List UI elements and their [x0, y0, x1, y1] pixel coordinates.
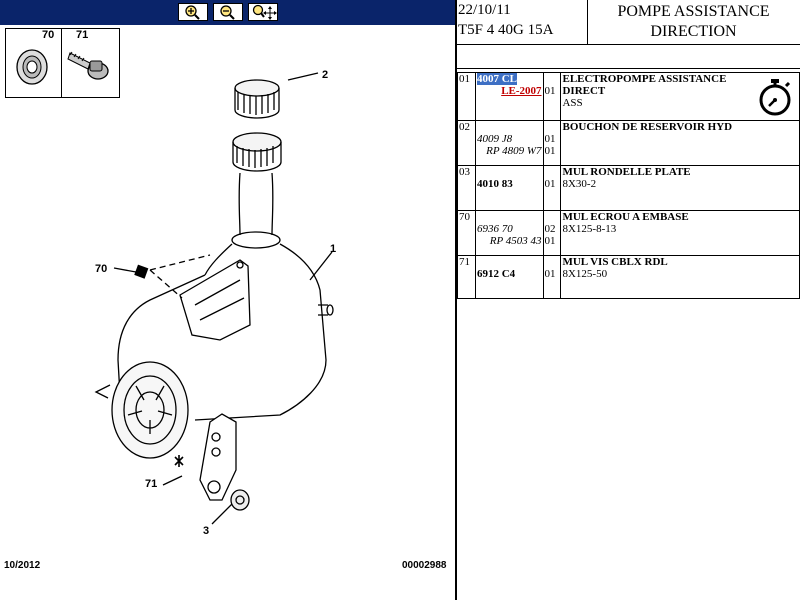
header-model: T5F 4 40G 15A	[458, 22, 554, 38]
callout-label: 1	[330, 243, 336, 255]
washer-icon	[16, 49, 48, 85]
parts-table: 01 4007 CL LE-2007 01 ELECTROPOMPE ASSIS…	[457, 72, 800, 299]
part-number: 71	[457, 255, 476, 299]
part-ref-link[interactable]: LE-2007	[501, 85, 542, 97]
screw-icon	[67, 51, 109, 80]
part-ref-cell: 6936 70 RP 4503 43	[474, 210, 544, 256]
desc-main: BOUCHON DE RESERVOIR HYD	[562, 121, 733, 133]
parts-pane: 22/10/11 T5F 4 40G 15A POMPE ASSISTANCE …	[457, 0, 800, 600]
qty-value: 01	[544, 133, 556, 145]
desc-main: MUL ECROU A EMBASE	[562, 211, 689, 223]
table-row[interactable]: 03 4010 83 01 MUL RONDELLE PLATE 8X30-2	[457, 165, 800, 211]
zoom-in-icon	[185, 5, 200, 20]
part-number: 03	[457, 165, 476, 211]
diagram-toolbar	[0, 0, 455, 25]
desc-main: MUL RONDELLE PLATE	[562, 166, 691, 178]
part-desc: MUL VIS CBLX RDL 8X125-50	[560, 255, 800, 299]
part-number: 70	[457, 210, 476, 256]
thumbnail-washer[interactable]: 70	[6, 29, 62, 97]
qty-value: 01	[544, 235, 556, 247]
part-ref[interactable]: 6912 C4	[476, 268, 516, 280]
part-qty: 01 01	[542, 120, 562, 166]
accessory-thumbnails: 70 71	[5, 28, 120, 98]
zoom-out-button[interactable]	[213, 3, 243, 21]
part-desc: ELECTROPOMPE ASSISTANCE DIRECT ASS	[560, 72, 800, 121]
part-qty: 01	[542, 72, 562, 121]
qty-value: 01	[544, 85, 556, 97]
part-ref-cell: 4009 J8 RP 4809 W7	[474, 120, 544, 166]
title-line-2: DIRECTION	[650, 23, 737, 40]
qty-value: 02	[544, 223, 556, 235]
table-row[interactable]: 70 6936 70 RP 4503 43 02 01 MUL ECROU A …	[457, 210, 800, 256]
exploded-view-diagram: 2 1 70 71 3	[0, 30, 455, 570]
zoom-in-button[interactable]	[178, 3, 208, 21]
callout-label: 3	[203, 525, 209, 537]
callout-label: 70	[95, 263, 107, 275]
header-separator	[457, 44, 800, 45]
part-ref[interactable]: RP 4503 43	[489, 235, 542, 247]
part-qty: 02 01	[542, 210, 562, 256]
table-row[interactable]: 01 4007 CL LE-2007 01 ELECTROPOMPE ASSIS…	[457, 72, 800, 121]
desc-main: ELECTROPOMPE ASSISTANCE DIRECT	[562, 73, 727, 97]
footer-code: 00002988	[402, 560, 447, 571]
desc-sub: ASS	[562, 97, 583, 109]
pane-divider[interactable]	[455, 0, 457, 600]
desc-sub: 8X125-50	[562, 268, 608, 280]
callout-label: 71	[145, 478, 157, 490]
part-desc: BOUCHON DE RESERVOIR HYD	[560, 120, 800, 166]
header-divider	[587, 0, 588, 44]
part-ref-cell: 6912 C4	[474, 255, 544, 299]
footer-date: 10/2012	[4, 560, 41, 571]
thumbnail-label: 70	[42, 29, 55, 41]
qty-value: 01	[544, 145, 556, 157]
thumbnail-label: 71	[76, 29, 89, 41]
table-row[interactable]: 02 4009 J8 RP 4809 W7 01 01 BOUCHON DE R…	[457, 120, 800, 166]
part-desc: MUL RONDELLE PLATE 8X30-2	[560, 165, 800, 211]
part-ref[interactable]: RP 4809 W7	[486, 145, 542, 157]
title-line-1: POMPE ASSISTANCE	[617, 3, 770, 20]
part-qty: 01	[542, 255, 562, 299]
zoom-pan-icon	[252, 4, 277, 20]
thumbnail-screw[interactable]: 71	[62, 29, 119, 97]
desc-sub: 8X30-2	[562, 178, 597, 190]
qty-value: 01	[544, 178, 556, 190]
part-desc: MUL ECROU A EMBASE 8X125-8-13	[560, 210, 800, 256]
header-separator	[457, 68, 800, 69]
part-ref[interactable]: 4009 J8	[476, 133, 513, 145]
diagram-pane: 70 71	[0, 0, 455, 571]
part-qty: 01	[542, 165, 562, 211]
zoom-pan-button[interactable]	[248, 3, 278, 21]
part-ref-cell: 4010 83	[474, 165, 544, 211]
part-ref-selected[interactable]: 4007 CL	[476, 73, 517, 85]
zoom-out-icon	[220, 5, 235, 20]
qty-value: 01	[544, 268, 556, 280]
part-ref-cell: 4007 CL LE-2007	[474, 72, 544, 121]
part-ref[interactable]: 4010 83	[476, 178, 513, 190]
header-date: 22/10/11	[458, 2, 511, 18]
part-number: 01	[457, 72, 476, 121]
part-number: 02	[457, 120, 476, 166]
desc-main: MUL VIS CBLX RDL	[562, 256, 668, 268]
part-ref[interactable]: 6936 70	[476, 223, 513, 235]
desc-sub: 8X125-8-13	[562, 223, 617, 235]
pump-reservoir-drawing: 2 1 70 71 3	[94, 69, 336, 537]
table-row[interactable]: 71 6912 C4 01 MUL VIS CBLX RDL 8X125-50	[457, 255, 800, 299]
callout-label: 2	[322, 69, 328, 81]
page-title: POMPE ASSISTANCE DIRECTION	[587, 2, 800, 42]
stopwatch-icon[interactable]	[755, 75, 795, 119]
